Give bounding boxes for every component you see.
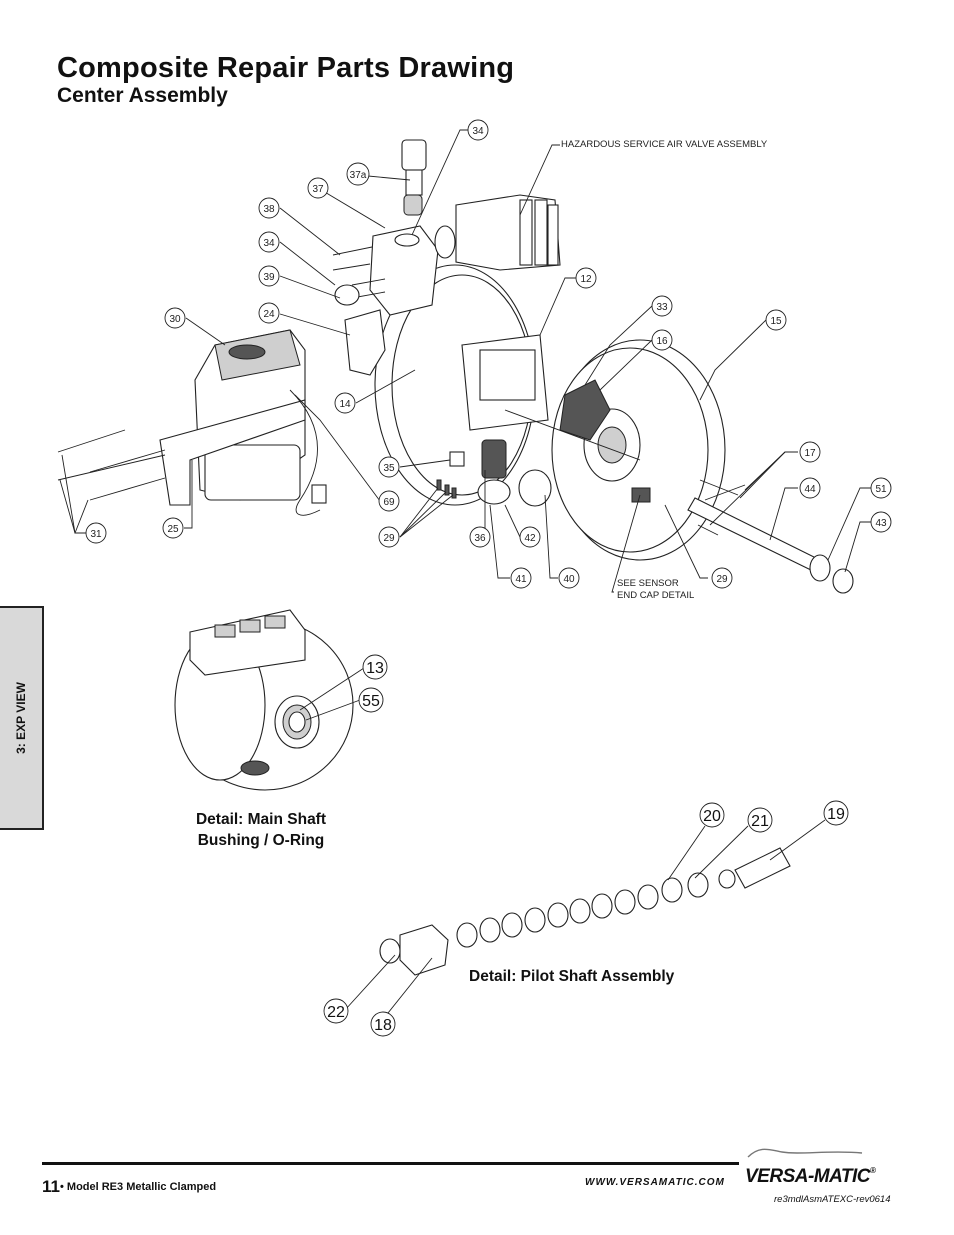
detail-pilot-label: Detail: Pilot Shaft Assembly [469,968,675,985]
brand-logo: VERSA-MATIC® [745,1166,876,1188]
detail-bushing-label-line1: Detail: Main Shaft [195,811,327,828]
page-title: Composite Repair Parts Drawing [57,52,515,84]
footer-rule [42,1162,739,1165]
callout-41[interactable]: 41 [515,574,527,585]
callout-39[interactable]: 39 [263,272,275,283]
model-name: • Model RE3 Metallic Clamped [60,1181,217,1193]
brand-name: VERSA-MATIC [745,1166,871,1187]
detail-bushing-label: Detail: Main Shaft Bushing / O-Ring [181,809,341,851]
website-link[interactable]: WWW.VERSAMATIC.COM [585,1177,725,1188]
page-number: 11 [42,1177,60,1196]
callout-44[interactable]: 44 [804,484,816,495]
callout-15[interactable]: 15 [770,316,782,327]
part-block-37 [369,225,439,316]
callouts: 34 37a 37 38 34 39 24 30 14 12 33 16 15 … [85,119,892,589]
document-id: re3mdlAsmATEXC-rev0614 [774,1194,891,1205]
callout-12[interactable]: 12 [580,274,592,285]
note-hazardous-air-valve: HAZARDOUS SERVICE AIR VALVE ASSEMBLY [561,139,768,150]
callout-37a[interactable]: 37a [350,170,367,181]
detail-bushing-label-line2: Bushing / O-Ring [197,832,325,849]
note-sensor-line2: END CAP DETAIL [617,590,694,601]
callout-14[interactable]: 14 [339,399,351,410]
callout-30[interactable]: 30 [169,314,181,325]
brand-registered-mark: ® [870,1166,876,1175]
callout-42[interactable]: 42 [524,533,536,544]
callout-17[interactable]: 17 [804,448,816,459]
main-assembly-illustration [57,139,854,594]
detail-bushing-illustration [174,609,354,791]
part-main-shaft [687,497,821,573]
brand-swoosh-icon [747,1148,863,1158]
callout-22[interactable]: 22 [327,1004,345,1021]
callout-29-left[interactable]: 29 [383,533,395,544]
callout-24[interactable]: 24 [263,309,275,320]
callout-33[interactable]: 33 [656,302,668,313]
callout-31[interactable]: 31 [90,529,102,540]
detail-pilot-illustration [379,847,791,976]
callout-36[interactable]: 36 [474,533,486,544]
callout-13[interactable]: 13 [366,660,384,677]
callout-34-top[interactable]: 34 [472,126,484,137]
callout-21[interactable]: 21 [751,813,769,830]
callout-16[interactable]: 16 [656,336,668,347]
callout-29-right[interactable]: 29 [716,574,728,585]
callout-37[interactable]: 37 [312,184,324,195]
callout-55[interactable]: 55 [362,693,380,710]
callout-35[interactable]: 35 [383,463,395,474]
callout-34-left[interactable]: 34 [263,238,275,249]
callout-20[interactable]: 20 [703,808,721,825]
section-tab[interactable]: 3: EXP VIEW [0,606,44,830]
callout-38[interactable]: 38 [263,204,275,215]
callout-40[interactable]: 40 [563,574,575,585]
callout-25[interactable]: 25 [167,524,179,535]
leader-lines [59,129,871,593]
note-sensor-line1: SEE SENSOR [617,578,679,589]
callout-18[interactable]: 18 [374,1017,392,1034]
callout-69[interactable]: 69 [383,497,395,508]
callout-43[interactable]: 43 [875,518,887,529]
callout-19[interactable]: 19 [827,806,845,823]
page-subtitle: Center Assembly [57,84,228,107]
part-plug [401,139,427,171]
callout-51[interactable]: 51 [875,484,887,495]
part-air-valve [455,194,561,271]
